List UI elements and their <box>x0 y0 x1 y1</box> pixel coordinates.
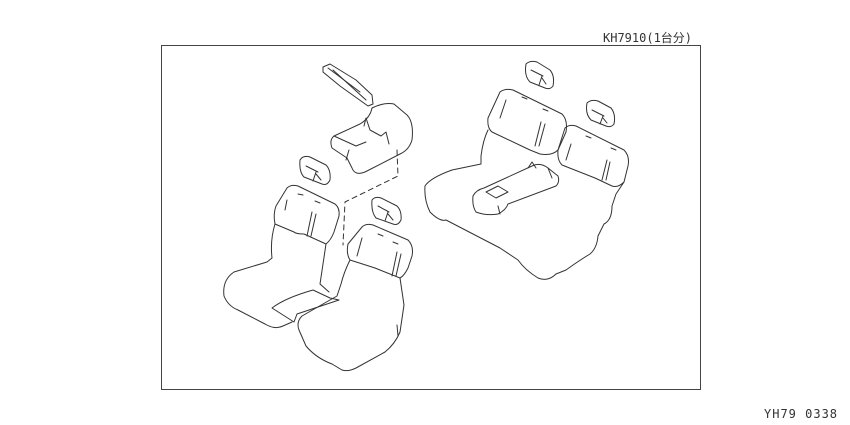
drawing-id: YH79 0338 <box>764 407 839 421</box>
rear-seat-cover <box>424 88 629 280</box>
headrest-rear-right <box>586 99 616 128</box>
armrest-lid-cover <box>322 63 374 107</box>
front-right-seat-cover <box>297 223 413 372</box>
diagram-frame <box>161 45 701 390</box>
rear-armrest-cover <box>472 161 560 216</box>
headrest-front-right <box>371 196 402 225</box>
headrest-front-left <box>299 155 331 185</box>
part-reference-code: KH7910(1台分) <box>603 31 693 45</box>
console-cover <box>330 103 413 246</box>
front-left-seat-cover <box>223 184 340 329</box>
headrest-rear-left <box>525 60 555 90</box>
